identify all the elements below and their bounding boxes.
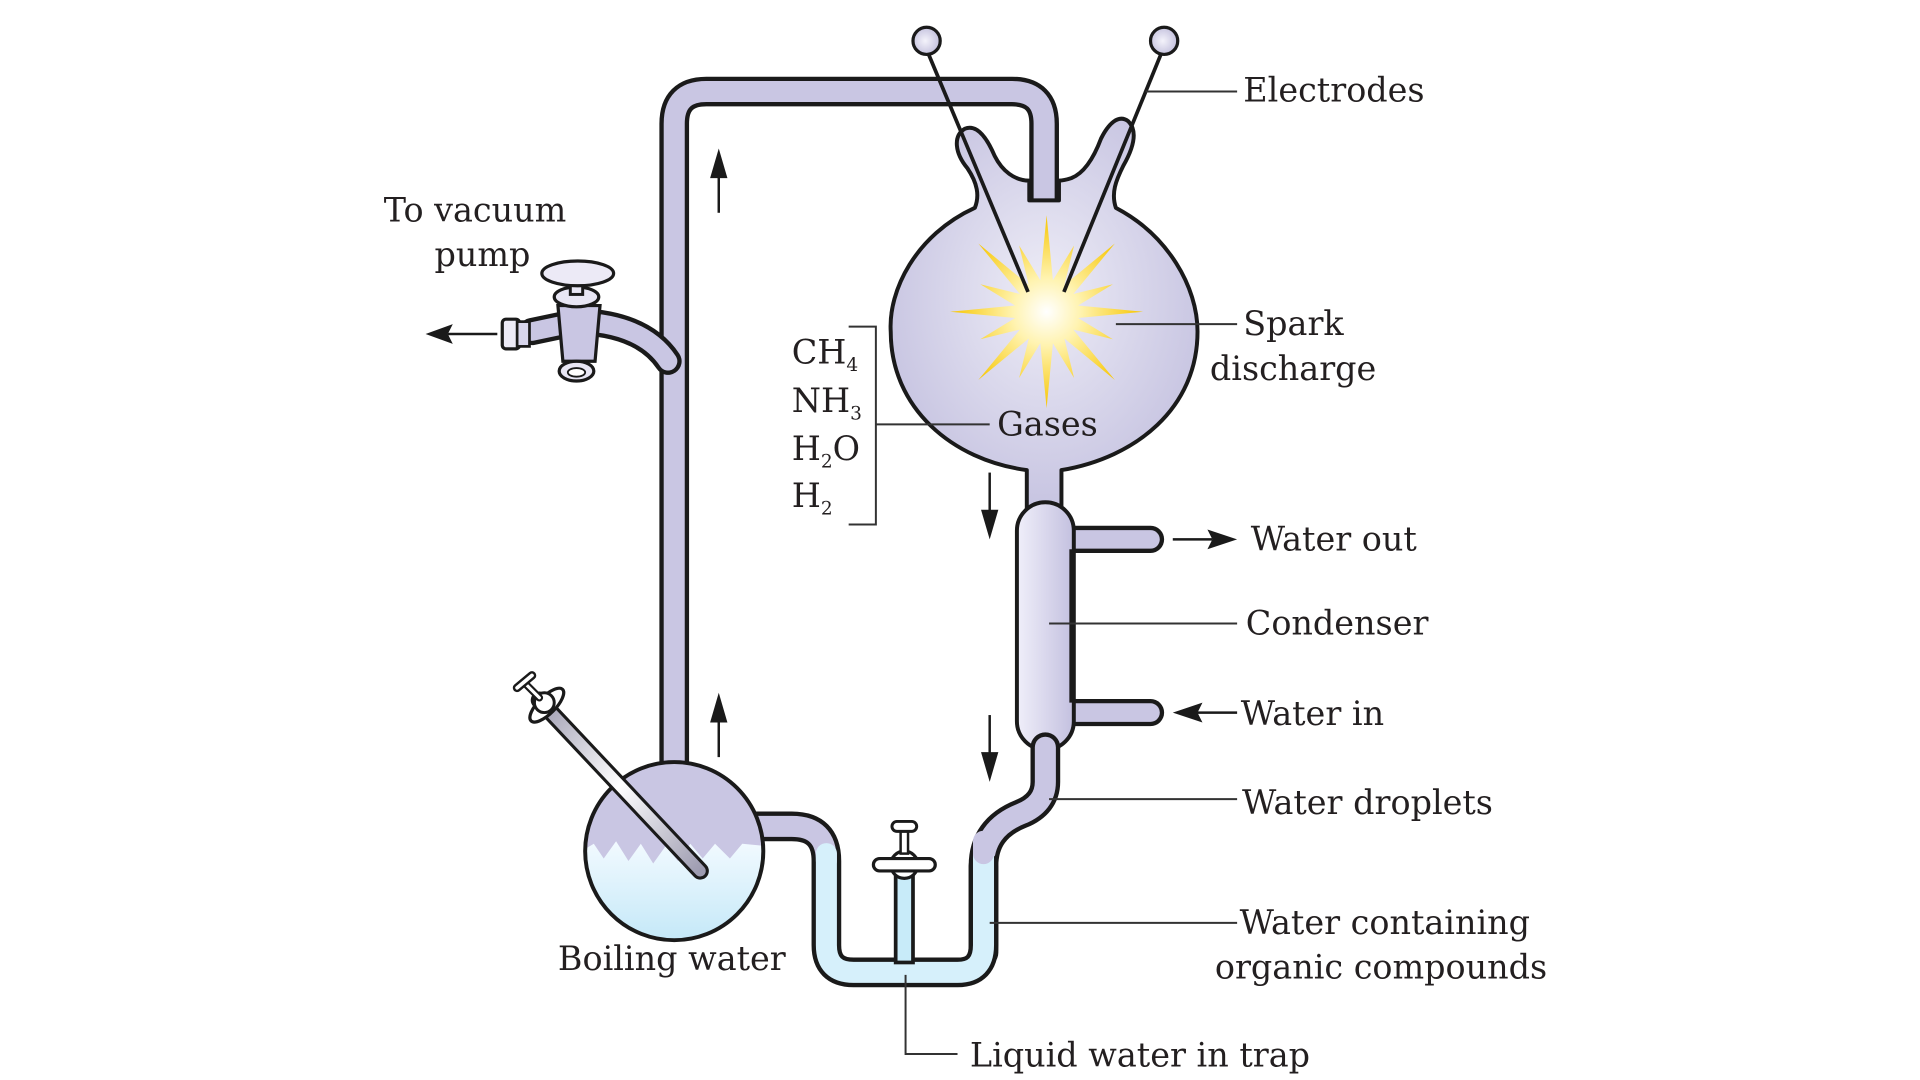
gas-list: CH4 NH3 H2O H2: [792, 333, 862, 520]
label-boiling-water: Boiling water: [558, 939, 786, 978]
leader-lines: [848, 90, 1238, 1056]
label-water-droplets: Water droplets: [1242, 783, 1493, 822]
flow-arrow-down-bottom: [981, 715, 999, 782]
electrode-terminal-right: [1148, 25, 1180, 57]
spark-discharge-icon: [950, 215, 1144, 409]
vacuum-arrow-icon: [425, 324, 498, 344]
boiling-flask: [583, 760, 766, 943]
label-water-in: Water in: [1241, 694, 1384, 733]
gas-item: H2O: [792, 429, 860, 472]
glass-tubing-loop: [659, 76, 1059, 807]
label-vacuum-pump-line2: pump: [435, 235, 531, 274]
electrode-terminal-left: [911, 25, 942, 57]
flow-arrow-up-top: [710, 148, 728, 213]
water-out-arrow-icon: [1172, 529, 1238, 550]
label-gases: Gases: [997, 404, 1098, 443]
gas-item: H2: [792, 476, 833, 519]
label-vacuum-pump-line1: To vacuum: [384, 190, 567, 229]
label-spark-line1: Spark: [1243, 304, 1344, 343]
label-electrodes: Electrodes: [1243, 70, 1424, 109]
heating-rod: [512, 671, 709, 880]
vacuum-side-arm: [518, 308, 682, 375]
label-organic-line1: Water containing: [1240, 903, 1530, 942]
label-water-out: Water out: [1251, 520, 1418, 559]
gas-item: CH4: [792, 333, 858, 376]
trap-tube: [727, 811, 999, 988]
label-liquid-water-trap: Liquid water in trap: [970, 1035, 1310, 1074]
vacuum-stopcock[interactable]: [500, 259, 616, 383]
trap-stopcock[interactable]: [871, 819, 937, 965]
label-condenser: Condenser: [1246, 604, 1429, 643]
condenser: [1014, 500, 1076, 752]
flow-arrow-up-bottom: [710, 692, 728, 758]
water-in-arrow-icon: [1172, 702, 1238, 723]
electrodes: [911, 25, 1180, 293]
gas-item: NH3: [792, 381, 862, 424]
label-organic-line2: organic compounds: [1215, 948, 1547, 987]
flow-arrow-down-top: [981, 472, 999, 540]
label-spark-line2: discharge: [1210, 349, 1376, 388]
